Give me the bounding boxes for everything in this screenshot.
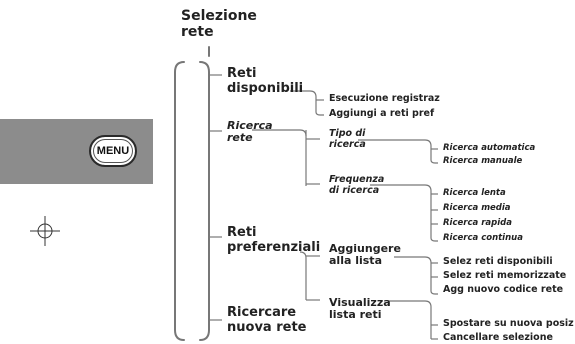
item-cancellare-selezione[interactable]: Cancellare selezione [443, 332, 553, 343]
item-esecuzione-registraz[interactable]: Esecuzione registraz [329, 93, 440, 104]
item-ricerca-continua[interactable]: Ricerca continua [443, 233, 523, 243]
item-ricerca-rapida[interactable]: Ricerca rapida [443, 218, 512, 228]
item-tipo-di-ricerca[interactable]: Tipo di ricerca [329, 128, 366, 150]
item-selez-reti-disponibili[interactable]: Selez reti disponibili [443, 256, 553, 267]
item-frequenza-di-ricerca[interactable]: Frequenza di ricerca [329, 174, 385, 196]
item-visualizza-lista-reti[interactable]: Visualizza lista reti [329, 296, 391, 322]
item-spostare-nuova-posiz[interactable]: Spostare su nuova posiz [443, 318, 574, 329]
item-ricerca-manuale[interactable]: Ricerca manuale [443, 156, 523, 166]
item-ricerca-media[interactable]: Ricerca media [443, 203, 511, 213]
item-agg-nuovo-codice-rete[interactable]: Agg nuovo codice rete [443, 284, 564, 295]
item-aggiungere-alla-lista[interactable]: Aggiungere alla lista [329, 242, 401, 268]
menu-title: Selezione rete [181, 8, 257, 40]
item-reti-preferenziali[interactable]: Reti preferenziali [227, 225, 321, 255]
crosshair-icon [30, 216, 60, 246]
menu-button[interactable]: MENU [89, 135, 137, 167]
item-ricercare-nuova-rete[interactable]: Ricercare nuova rete [227, 305, 307, 335]
item-ricerca-rete[interactable]: Ricerca rete [227, 119, 273, 145]
item-ricerca-automatica[interactable]: Ricerca automatica [443, 143, 536, 153]
item-reti-disponibili[interactable]: Reti disponibili [227, 66, 304, 96]
item-selez-reti-memorizzate[interactable]: Selez reti memorizzate [443, 270, 567, 281]
item-aggiungi-reti-pref[interactable]: Aggiungi a reti pref [329, 108, 435, 119]
item-ricerca-lenta[interactable]: Ricerca lenta [443, 188, 506, 198]
